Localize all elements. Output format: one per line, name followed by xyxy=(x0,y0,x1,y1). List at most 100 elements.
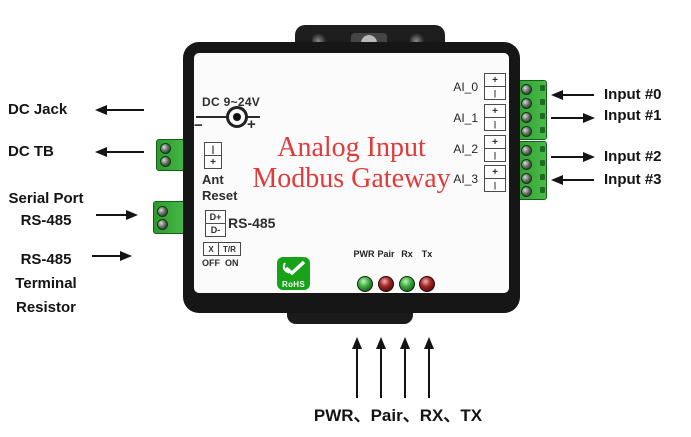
led-rx-label: Rx xyxy=(401,249,413,259)
arrow-head-right-icon xyxy=(120,251,132,261)
switch-off-label: OFF xyxy=(202,258,220,268)
device-faceplate xyxy=(194,53,509,293)
screw-icon xyxy=(521,159,532,170)
ant-label: Ant xyxy=(202,172,224,187)
rx-led-icon xyxy=(399,276,415,292)
label-dc-jack: DC Jack xyxy=(8,101,68,118)
ai3-terminal-pair: + | xyxy=(484,165,506,192)
screw-icon xyxy=(157,206,168,217)
connector-pin xyxy=(540,187,545,193)
dc-jack-pin-icon xyxy=(233,113,241,121)
ai2-terminal-pair: + | xyxy=(484,135,506,162)
arrow-line xyxy=(428,348,430,398)
ai3-minus-cell: | xyxy=(485,178,505,191)
label-terminal-resistor-line3: Resistor xyxy=(15,299,77,316)
arrow-line xyxy=(356,348,358,398)
screw-icon xyxy=(521,145,532,156)
connector-pin xyxy=(540,160,545,166)
arrow-line xyxy=(551,117,583,119)
switch-tr-cell: T/R xyxy=(218,243,240,255)
ai2-plus-cell: + xyxy=(492,136,498,148)
label-dc-tb: DC TB xyxy=(8,143,54,160)
rohs-leaf-check-icon xyxy=(282,260,305,276)
tx-led-icon xyxy=(419,276,435,292)
ai3-label: AI_3 xyxy=(453,172,478,186)
dc-tb-minus-cell: | xyxy=(211,144,215,154)
label-input-3: Input #3 xyxy=(604,171,662,188)
arrow-line xyxy=(562,94,594,96)
connector-pin xyxy=(540,113,545,119)
arrow-line xyxy=(106,151,144,153)
screw-icon xyxy=(521,186,532,197)
arrow-line xyxy=(96,214,126,216)
ai0-terminal-pair: + | xyxy=(484,73,506,100)
dc-rating-label: DC 9~24V xyxy=(202,95,261,109)
ai2-label: AI_2 xyxy=(453,142,478,156)
keyhole-icon xyxy=(361,35,377,46)
arrow-head-left-icon xyxy=(95,105,107,115)
connector-pin xyxy=(540,85,545,91)
screw-icon xyxy=(521,126,532,137)
arrow-line xyxy=(404,348,406,398)
dc-tb-polarity-box: | + xyxy=(204,142,222,169)
connector-pin xyxy=(540,146,545,152)
ai2-minus-cell: | xyxy=(485,148,505,161)
led-pwr-label: PWR xyxy=(353,249,375,259)
screw-icon xyxy=(157,219,168,230)
label-serial-port-line1: Serial Port xyxy=(8,190,84,207)
arrow-line xyxy=(562,179,594,181)
ai1-plus-cell: + xyxy=(492,105,498,117)
screw-icon xyxy=(160,156,171,167)
screw-icon xyxy=(160,143,171,154)
arrow-head-up-icon xyxy=(400,337,410,349)
arrow-line xyxy=(106,109,144,111)
led-caption: PWR、Pair、RX、TX xyxy=(313,406,483,425)
arrow-head-right-icon xyxy=(583,113,595,123)
switch-on-label: ON xyxy=(225,258,239,268)
reset-label: Reset xyxy=(202,188,238,203)
arrow-line xyxy=(380,348,382,398)
rohs-badge: RoHS xyxy=(277,257,310,290)
arrow-head-up-icon xyxy=(424,337,434,349)
rs485-dminus-cell: D- xyxy=(206,223,225,236)
arrow-head-up-icon xyxy=(376,337,386,349)
arrow-head-left-icon xyxy=(551,90,563,100)
pair-led-icon xyxy=(378,276,394,292)
dc-tb-plus-cell: + xyxy=(205,155,221,168)
arrow-line xyxy=(551,156,583,158)
rs485-pin-box: D+ D- xyxy=(205,210,226,237)
rohs-label: RoHS xyxy=(282,280,305,289)
label-terminal-resistor: RS-485 Terminal Resistor xyxy=(2,248,90,320)
label-terminal-resistor-line1: RS-485 xyxy=(20,251,72,268)
pwr-led-icon xyxy=(357,276,373,292)
ai3-plus-cell: + xyxy=(492,166,498,178)
screw-icon xyxy=(521,173,532,184)
arrow-head-right-icon xyxy=(583,152,595,162)
jack-plus-label: + xyxy=(247,116,256,133)
ai1-terminal-pair: + | xyxy=(484,104,506,131)
connector-pin xyxy=(540,99,545,105)
device-title-line2: Modbus Gateway xyxy=(252,163,451,194)
jack-minus-label: − xyxy=(194,117,203,134)
arrow-head-left-icon xyxy=(551,175,563,185)
arrow-line xyxy=(92,255,120,257)
connector-pin xyxy=(540,127,545,133)
screw-icon xyxy=(521,112,532,123)
label-serial-port-line2: RS-485 xyxy=(20,212,72,229)
connector-pin xyxy=(540,174,545,180)
arrow-head-right-icon xyxy=(126,210,138,220)
rs485-dplus-cell: D+ xyxy=(209,212,222,222)
led-tx-label: Tx xyxy=(421,249,433,259)
ai1-minus-cell: | xyxy=(485,117,505,130)
device-title-line1: Analog Input xyxy=(277,132,426,163)
label-terminal-resistor-line2: Terminal xyxy=(15,275,77,292)
label-input-1: Input #1 xyxy=(604,107,662,124)
terminator-switch: X T/R xyxy=(203,242,241,256)
ai1-label: AI_1 xyxy=(453,111,478,125)
arrow-head-up-icon xyxy=(352,337,362,349)
ai0-label: AI_0 xyxy=(453,80,478,94)
switch-x-cell: X xyxy=(208,244,214,254)
screw-icon xyxy=(521,98,532,109)
arrow-head-left-icon xyxy=(95,147,107,157)
